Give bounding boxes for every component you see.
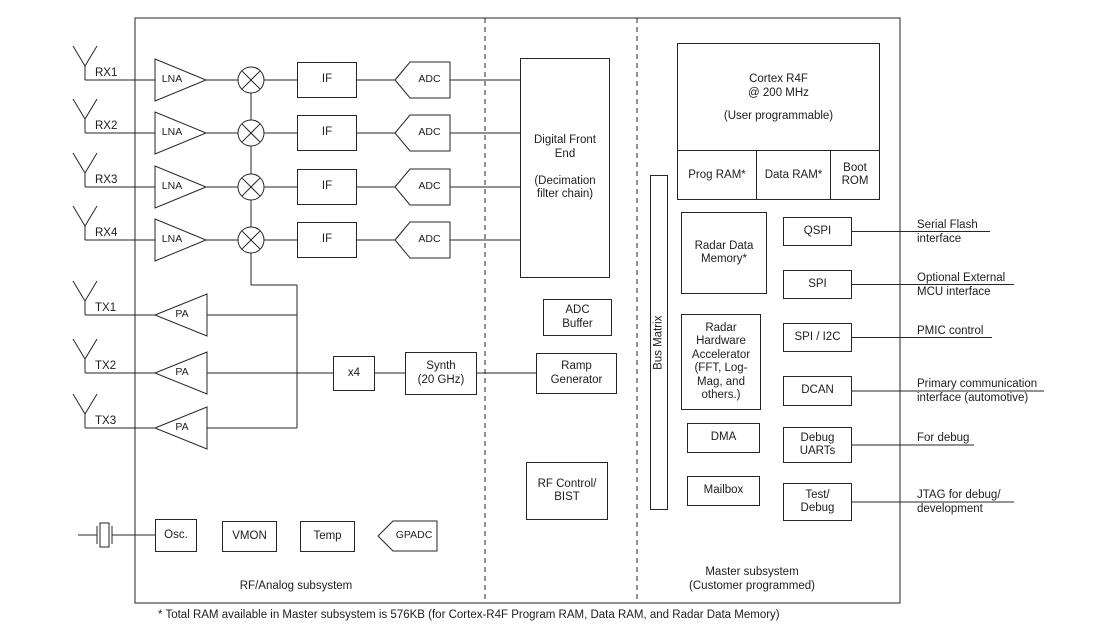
pa-triangles: [153, 293, 208, 450]
qspi-block: QSPI: [783, 217, 852, 246]
dcan-block: DCAN: [783, 376, 852, 406]
annotation-serial-flash: Serial Flash interface: [917, 219, 978, 245]
pa-triangle: [153, 293, 208, 337]
vmon-block: VMON: [222, 521, 277, 552]
if-block: IF: [297, 169, 357, 205]
pa-label: PA: [175, 308, 189, 320]
rf-subsystem-label: RF/Analog subsystem: [239, 580, 353, 592]
mixer-icon: [237, 119, 265, 147]
adc-label: ADC: [418, 233, 441, 245]
prog-ram-cell: Prog RAM*: [688, 168, 746, 181]
adc-label: ADC: [418, 126, 441, 138]
debug-uarts-block: Debug UARTs: [783, 427, 852, 463]
spi-i2c-block: SPI / I2C: [783, 323, 852, 352]
annotation-for-debug: For debug: [917, 432, 970, 444]
digital-front-end-block: Digital Front End (Decimation filter cha…: [520, 58, 610, 278]
adc-label: ADC: [418, 180, 441, 192]
lna-triangle: [154, 165, 208, 209]
cortex-r4f-block: Cortex R4F @ 200 MHz (User programmable)…: [677, 43, 880, 200]
footnote: * Total RAM available in Master subsyste…: [158, 609, 780, 621]
annotation-jtag: JTAG for debug/ development: [917, 489, 1001, 515]
pa-label: PA: [175, 421, 189, 433]
cortex-memories-row: Prog RAM* Data RAM* Boot ROM: [678, 150, 879, 199]
adc-buffer-block: ADC Buffer: [543, 299, 612, 336]
lna-triangle: [154, 218, 208, 262]
annotation-wires: [852, 231, 1044, 503]
adc-shape: [394, 221, 451, 259]
lna-label: LNA: [161, 180, 183, 192]
subsystem-dividers: [484, 18, 638, 603]
cortex-title: Cortex R4F @ 200 MHz: [748, 72, 809, 99]
lna-label: LNA: [161, 73, 183, 85]
dma-block: DMA: [687, 423, 760, 453]
mailbox-block: Mailbox: [687, 476, 760, 506]
rx-port-label: RX1: [95, 67, 118, 79]
adc-shape: [394, 168, 451, 206]
if-block: IF: [297, 222, 357, 258]
antenna-icon: [72, 280, 98, 315]
radar-data-memory-block: Radar Data Memory*: [681, 212, 767, 294]
adc-shapes: [394, 61, 451, 259]
chip-outline: [134, 17, 901, 604]
radar-hw-accelerator-block: Radar Hardware Accelerator (FFT, Log- Ma…: [681, 314, 761, 410]
tx-port-label: TX2: [95, 360, 117, 372]
mixer-icon: [237, 173, 265, 201]
antenna-icon: [72, 98, 98, 133]
data-ram-cell: Data RAM*: [756, 151, 830, 199]
pa-label: PA: [175, 366, 189, 378]
tx-port-label: TX3: [95, 415, 117, 427]
if-block: IF: [297, 62, 357, 98]
mixer-icon: [237, 226, 265, 254]
ramp-generator-block: Ramp Generator: [536, 353, 617, 394]
antenna-icons: [72, 45, 98, 428]
pa-triangle: [153, 406, 208, 450]
tx-port-label: TX1: [95, 302, 117, 314]
gpadc-shape: [377, 520, 438, 552]
x4-multiplier-block: x4: [333, 356, 375, 391]
spi-block: SPI: [783, 270, 852, 299]
mixer-icon: [237, 66, 265, 94]
annotation-pmic-control: PMIC control: [917, 325, 984, 337]
synth-block: Synth (20 GHz): [405, 352, 477, 395]
annotation-external-mcu: Optional External MCU interface: [917, 272, 1006, 298]
bus-matrix-label: Bus Matrix: [652, 315, 665, 370]
rx-port-label: RX3: [95, 174, 118, 186]
test-debug-block: Test/ Debug: [783, 483, 852, 521]
lna-triangle: [154, 58, 208, 102]
gpadc-label: GPADC: [395, 529, 433, 541]
cortex-title-area: Cortex R4F @ 200 MHz (User programmable): [678, 44, 879, 150]
pa-triangle: [153, 351, 208, 395]
annotation-primary-comm: Primary communication interface (automot…: [917, 378, 1038, 404]
master-subsystem-label: Master subsystem (Customer programmed): [689, 566, 815, 592]
bus-matrix-block: Bus Matrix: [650, 175, 668, 510]
rx-port-label: RX4: [95, 227, 118, 239]
rx-port-label: RX2: [95, 120, 118, 132]
if-block: IF: [297, 115, 357, 151]
osc-block: Osc.: [155, 519, 197, 552]
cortex-subtitle: (User programmable): [723, 109, 834, 122]
boot-rom-cell: Boot ROM: [830, 151, 879, 199]
antenna-icon: [72, 152, 98, 187]
crystal-icon: [78, 522, 155, 548]
adc-shape: [394, 114, 451, 152]
adc-shape: [394, 61, 451, 99]
antenna-icon: [72, 393, 98, 428]
antenna-icon: [72, 45, 98, 80]
lna-label: LNA: [161, 233, 183, 245]
antenna-icon: [72, 205, 98, 240]
lna-triangle: [154, 111, 208, 155]
lna-label: LNA: [161, 126, 183, 138]
mixer-icons: [237, 66, 265, 254]
antenna-icon: [72, 338, 98, 373]
rf-control-bist-block: RF Control/ BIST: [526, 462, 608, 520]
adc-label: ADC: [418, 73, 441, 85]
temp-block: Temp: [300, 521, 355, 552]
lna-triangles: [154, 58, 208, 262]
